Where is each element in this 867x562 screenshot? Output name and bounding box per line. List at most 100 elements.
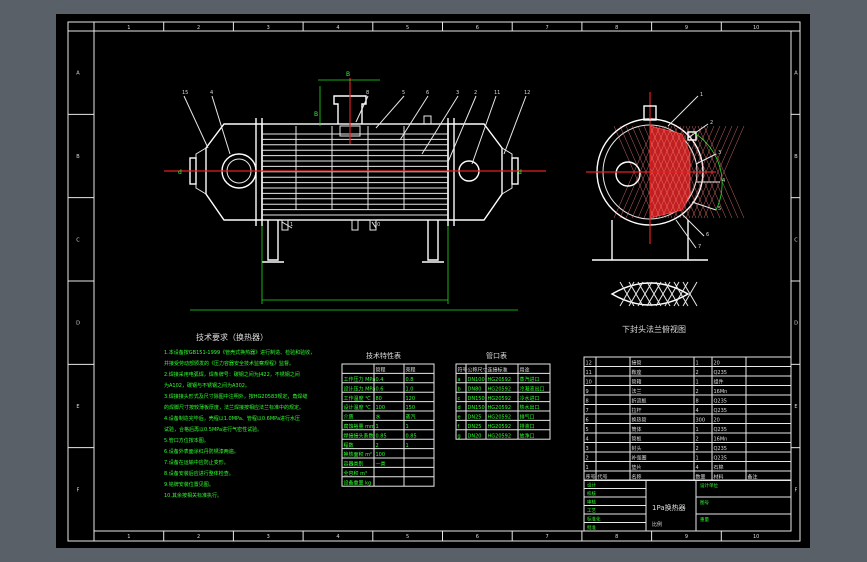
table-cell: 蒸汽进口 [520, 376, 540, 383]
leader-line [447, 95, 477, 163]
border-bottom-number: 3 [267, 534, 270, 540]
leader-line [375, 95, 405, 129]
table-cell: 4 [696, 465, 699, 471]
table-cell: 2 [696, 389, 699, 395]
table-cell: 300 [696, 418, 706, 424]
table-cell: DN150 [468, 396, 485, 402]
tech-req-line: 5.管口方位按本图。 [164, 437, 209, 444]
table-cell: 容器类别 [344, 461, 364, 468]
border-top-number: 1 [127, 25, 130, 31]
bottom-nozzle-1 [281, 219, 289, 231]
table-cell: 7 [586, 408, 589, 414]
table-header-cell: 壳程 [406, 367, 416, 374]
left-saddle-support [267, 220, 279, 261]
table-cell: 2 [696, 370, 699, 376]
table-cell: 2 [696, 446, 699, 452]
border-right-letter: B [794, 154, 798, 160]
table-cell: 2 [696, 437, 699, 443]
border-top-number: 7 [545, 25, 548, 31]
table-cell: 1 [376, 424, 379, 430]
table-cell: 换热面积 m² [344, 451, 372, 458]
nozzle-table-title: 管口表 [486, 351, 507, 360]
border-bottom-number: 8 [615, 534, 618, 540]
side-leader-line [695, 153, 717, 165]
dim-label-d-right: d [518, 169, 522, 176]
table-header-cell: 12 [586, 361, 592, 367]
table-header-cell: 管程 [376, 367, 386, 374]
leader-line [183, 95, 209, 149]
tech-req-line: 并接受劳动部颁发的《压力容器安全技术监察规程》监督。 [164, 360, 294, 367]
table-cell: 筒体 [632, 426, 642, 433]
table-cell: 组件 [714, 379, 724, 386]
table-cell: 0.4 [376, 377, 384, 383]
table-cell: 蒸汽 [406, 414, 416, 421]
part-number-label: 4 [210, 90, 213, 96]
tech-req-line: 3.焊接接头形式及尺寸除图中注明外，按HG20583规定，角焊缝 [164, 393, 307, 400]
table-cell: 1 [406, 443, 409, 449]
table-cell: c [458, 396, 461, 402]
table-cell: DN25 [468, 424, 482, 430]
table-cell: HG20592 [488, 377, 512, 383]
table-cell: 放净口 [520, 432, 535, 439]
table-cell: Q235 [714, 399, 727, 405]
border-top-number: 2 [197, 25, 200, 31]
side-flange-nozzle [687, 131, 697, 141]
table-cell: 备注 [748, 474, 758, 481]
table-header-cell: 符号 [458, 367, 468, 374]
border-right-letter: A [794, 71, 798, 77]
table-cell: 鞍座 [632, 369, 642, 376]
table-cell: 序号 [586, 474, 596, 481]
design-table-title: 技术特性表 [366, 351, 401, 360]
border-bottom-number: 2 [197, 534, 200, 540]
tech-req-line: 1.本设备按GB151-1999《管壳式换热器》进行制造、检验和验收， [164, 349, 315, 356]
table-cell: HG20592 [488, 405, 512, 411]
table-cell: 冷水进口 [520, 395, 540, 402]
flange-grid-pattern [619, 281, 698, 307]
table-cell: 9 [586, 389, 589, 395]
table-cell: 8 [696, 399, 699, 405]
tech-req-lines: 1.本设备按GB151-1999《管壳式换热器》进行制造、检验和验收， 并接受劳… [164, 349, 315, 499]
side-part-label: 3 [718, 150, 721, 156]
table-cell: 石棉 [714, 464, 724, 471]
table-cell: 冷凝液出口 [520, 385, 545, 392]
side-leader-line [675, 219, 697, 249]
border-top-number: 4 [336, 25, 339, 31]
table-cell: 介质 [344, 414, 354, 421]
table-cell: 设计温度 ℃ [344, 404, 372, 411]
tech-req-line: 4.设备制造完毕后，壳程以1.0MPa、管程以0.6MPa进行水压 [164, 415, 300, 422]
table-cell: 设备重量 kg [344, 479, 372, 486]
border-bottom-number: 9 [685, 534, 688, 540]
side-top-nozzle [643, 105, 657, 121]
table-header-cell: 用途 [520, 367, 530, 374]
title-left-label: 设计 [587, 482, 596, 489]
tech-req-line: 的焊脚尺寸按较薄板厚度，法兰焊接按相应法兰标准中的规定。 [164, 404, 304, 411]
tech-req-line: 10.其余按相关标准执行。 [164, 492, 222, 499]
side-part-label: 6 [706, 232, 709, 238]
table-cell: 1 [696, 427, 699, 433]
technical-requirements: 技术要求（换热器） 1.本设备按GB151-1999《管壳式换热器》进行制造、检… [164, 332, 315, 499]
tech-req-line: 6.设备外表面涂红丹防锈漆两遍。 [164, 448, 239, 455]
tech-req-line: 9.铭牌安装位置见图。 [164, 481, 214, 488]
table-cell: d [458, 405, 461, 411]
title-left-label: 校核 [587, 490, 596, 497]
leader-line [371, 221, 377, 229]
border-left-letter: E [76, 404, 79, 410]
title-left-label: 审核 [587, 499, 596, 506]
tech-req-line: 为A102，碳钢与不锈钢之间为A302。 [164, 382, 250, 389]
table-cell: 1 [586, 465, 589, 471]
table-cell: DN25 [468, 415, 482, 421]
table-cell: 100 [376, 452, 386, 458]
table-cell: 程数 [344, 442, 354, 449]
table-cell: 5 [586, 427, 589, 433]
side-part-label: 4 [722, 178, 725, 184]
table-cell: 腐蚀裕量 mm [344, 423, 375, 430]
leader-line [471, 95, 497, 165]
tech-req-line: 2.焊接采用电弧焊，焊条牌号：碳钢之间为J422，不锈钢之间 [164, 371, 300, 378]
table-cell: 代号 [598, 474, 608, 481]
border-left-letter: B [76, 154, 80, 160]
side-view-caption: 下封头法兰俯视图 [622, 324, 686, 334]
table-cell: 1 [406, 424, 409, 430]
